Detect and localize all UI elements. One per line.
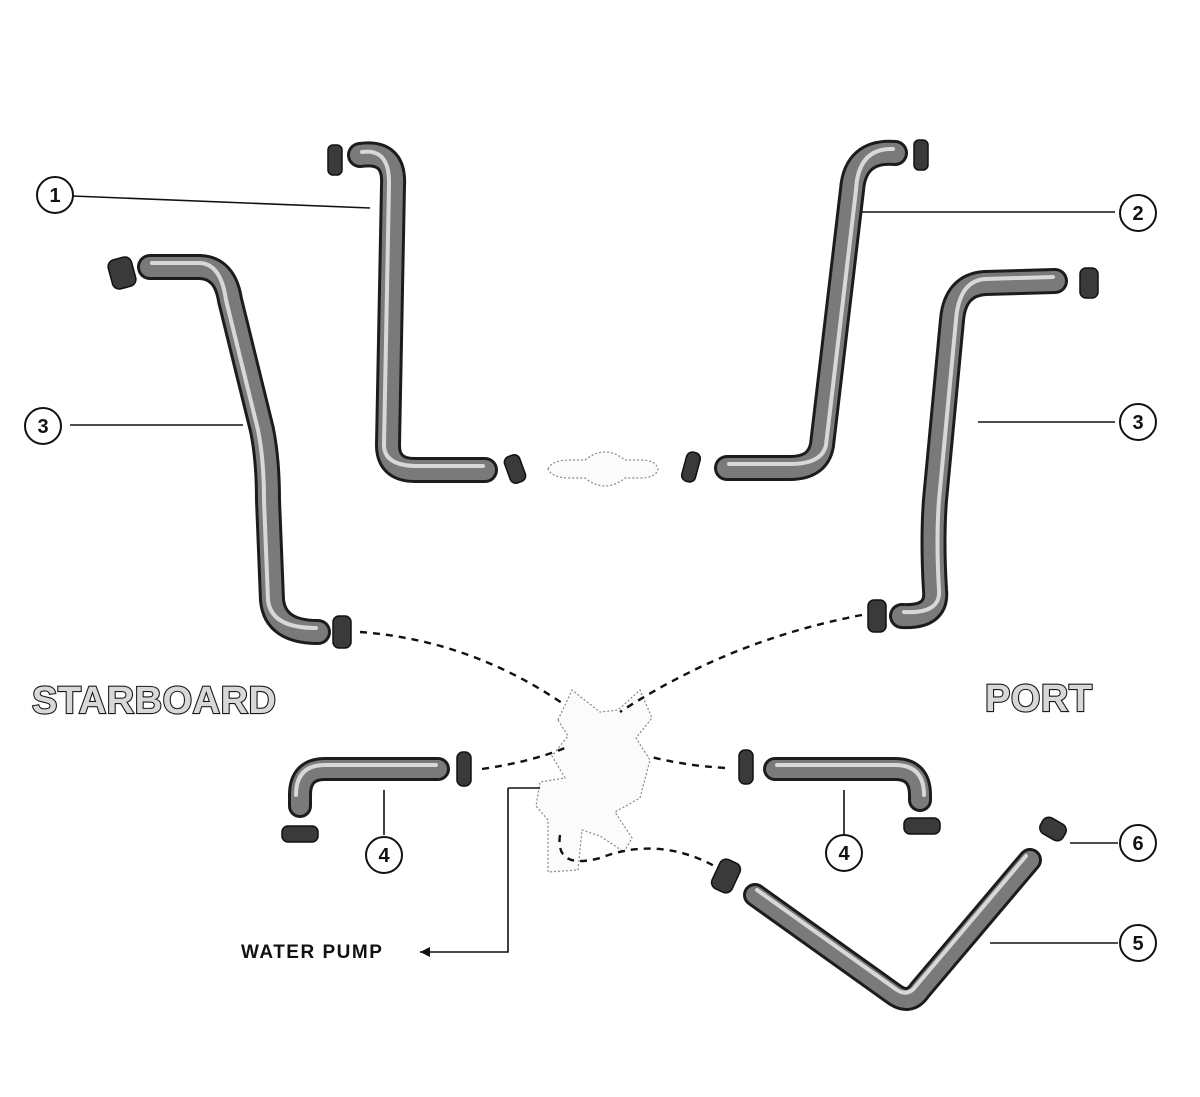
connection-lines xyxy=(359,613,863,870)
svg-text:3: 3 xyxy=(1132,412,1143,434)
port-label: PORT xyxy=(985,678,1093,720)
svg-text:4: 4 xyxy=(378,845,390,867)
svg-text:5: 5 xyxy=(1132,933,1143,955)
starboard-label: STARBOARD xyxy=(32,680,276,722)
clamps xyxy=(107,139,1099,894)
hose-3-starboard xyxy=(347,141,498,483)
clamp xyxy=(107,256,137,290)
hose-2 xyxy=(889,268,1068,630)
svg-text:6: 6 xyxy=(1132,833,1143,855)
center-fitting xyxy=(547,451,659,487)
clamp xyxy=(738,749,754,785)
hose-3-port xyxy=(714,139,908,481)
svg-text:1: 1 xyxy=(49,185,60,207)
callout-4-starboard: 4 xyxy=(365,836,403,874)
svg-text:2: 2 xyxy=(1132,203,1143,225)
hose-4-port xyxy=(763,757,932,812)
clamp xyxy=(503,454,527,484)
water-pump xyxy=(535,688,653,873)
clamp xyxy=(1079,267,1099,299)
svg-text:4: 4 xyxy=(838,843,850,865)
callout-6: 6 xyxy=(1119,824,1157,862)
callout-1: 3 xyxy=(24,407,62,445)
clamp xyxy=(281,825,319,843)
hose-4-starboard xyxy=(288,757,450,818)
water-pump-label: WATER PUMP xyxy=(241,942,383,963)
clamp xyxy=(867,599,887,633)
clamp xyxy=(1039,816,1067,842)
leader-lines xyxy=(70,195,1118,957)
clamp xyxy=(680,451,702,483)
clamp xyxy=(903,817,941,835)
clamp xyxy=(913,139,929,171)
svg-text:3: 3 xyxy=(37,416,48,438)
hose-5 xyxy=(743,848,1042,1011)
clamp xyxy=(710,858,742,894)
callout-5: 5 xyxy=(1119,924,1157,962)
clamp xyxy=(332,615,352,649)
water-pump-arrow xyxy=(420,947,430,957)
callout-2: 3 xyxy=(1119,403,1157,441)
clamp xyxy=(327,144,343,176)
hose-1 xyxy=(137,254,331,645)
callout-4-port: 4 xyxy=(825,834,863,872)
clamp xyxy=(456,751,472,787)
callout-3-starboard: 1 xyxy=(36,176,74,214)
callout-3-port: 2 xyxy=(1119,194,1157,232)
